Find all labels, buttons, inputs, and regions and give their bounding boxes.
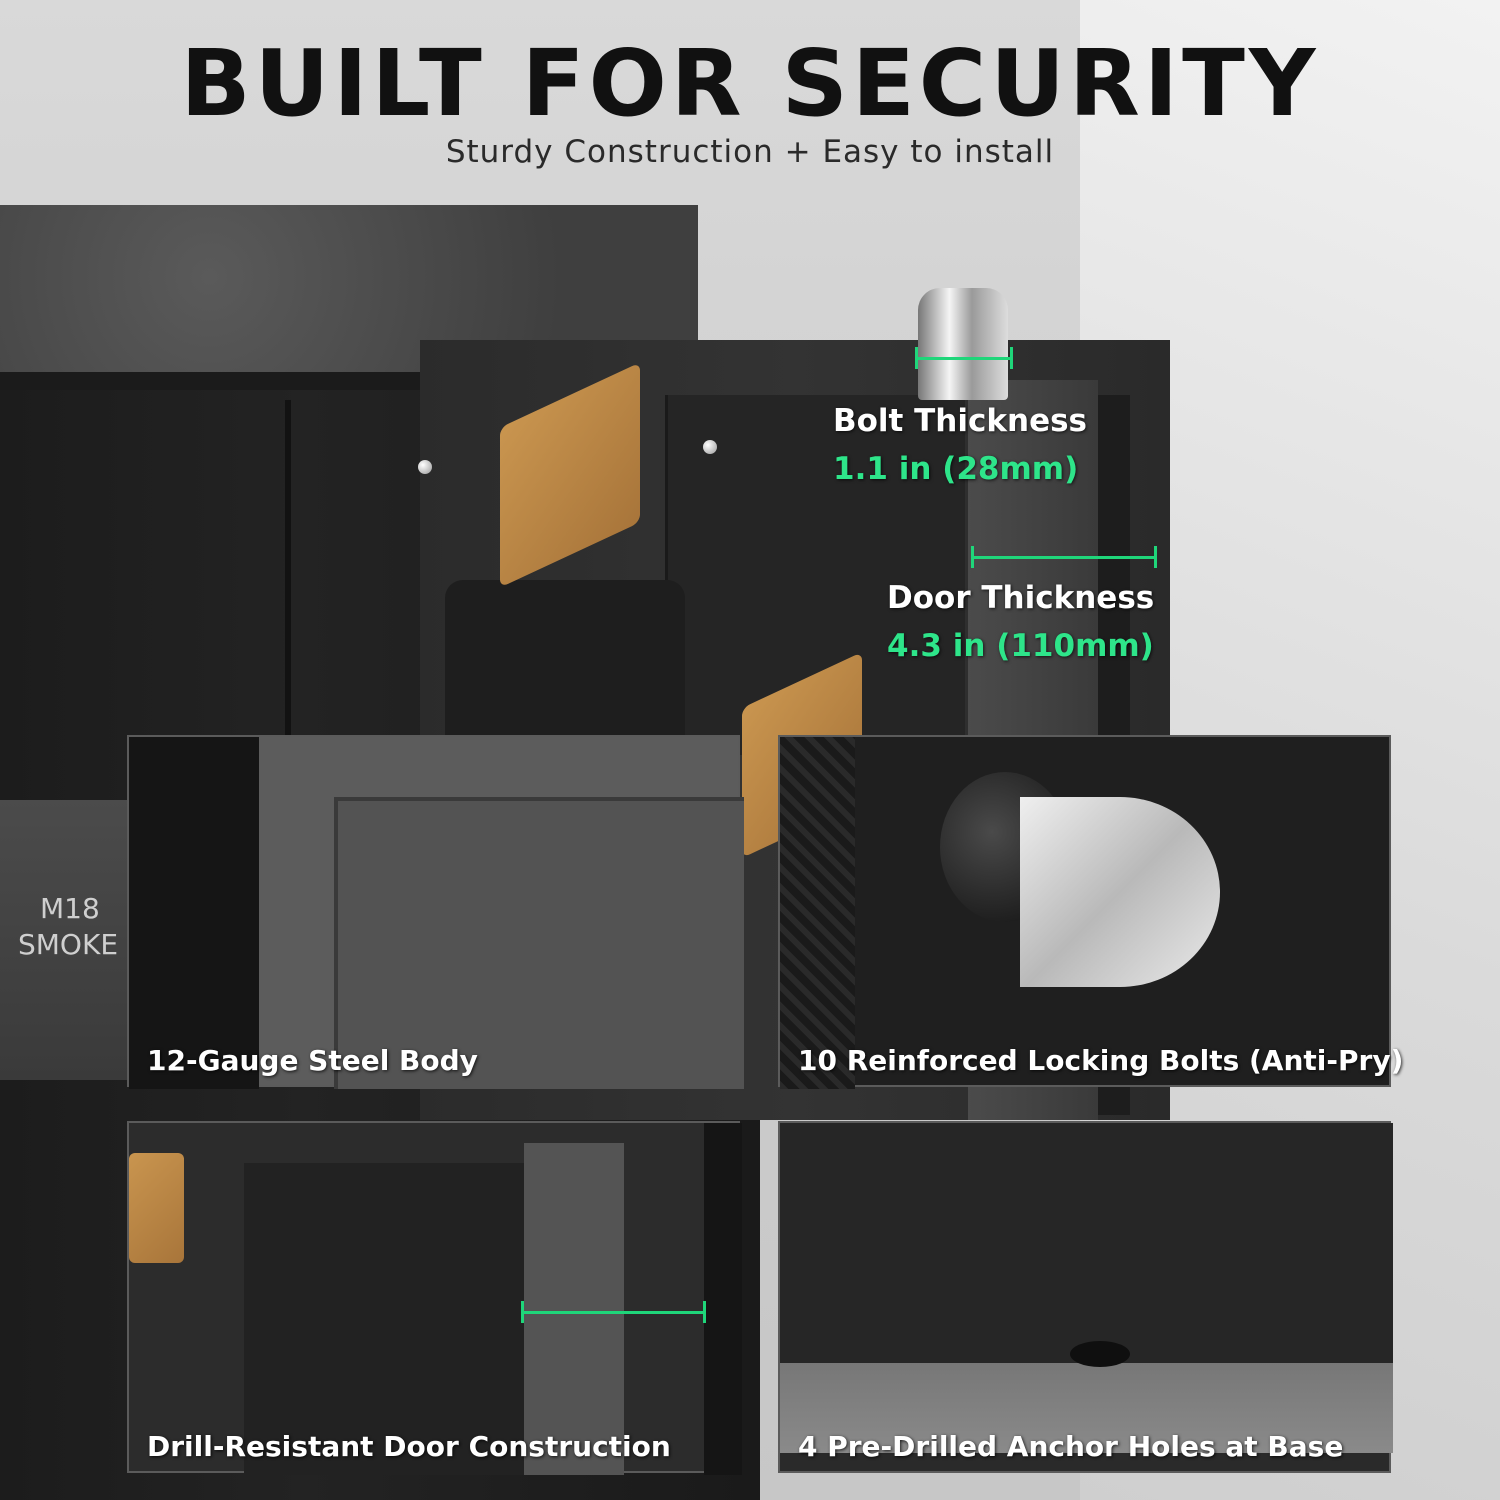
bolt-thickness-label: Bolt Thickness [833,403,1087,439]
rivet [418,460,432,474]
grenade-label-model: M18 [40,892,100,925]
feature-label: 10 Reinforced Locking Bolts (Anti-Pry) [798,1044,1404,1077]
bolt-measure-line [915,347,1013,369]
mesh-texture [780,737,855,1089]
holster-pouch [445,580,685,740]
door-measure-line [971,546,1157,568]
anchor-hole [1070,1341,1130,1367]
grenade-label-type: SMOKE [18,928,119,961]
feature-card-drill-resistant: Drill-Resistant Door Construction [127,1121,742,1475]
door-thickness-value: 4.3 in (110mm) [887,628,1154,664]
steel-plate [334,797,744,1089]
rivet [703,440,717,454]
carpet-floor [780,1363,1393,1453]
bolt-face [1020,797,1220,987]
door-thickness-label: Door Thickness [887,580,1155,616]
door-edge [524,1143,624,1475]
safe-interior-wall [780,1123,1393,1373]
pistol-grip [129,1153,184,1263]
locking-bolt [918,288,1008,400]
bolt-thickness-value: 1.1 in (28mm) [833,451,1079,487]
card-shadow-panel [129,737,259,1089]
smoke-grenade: M18 SMOKE [0,800,128,1080]
page-title: BUILT FOR SECURITY [180,30,1320,137]
feature-label: Drill-Resistant Door Construction [147,1430,671,1463]
feature-card-anchor-holes: 4 Pre-Drilled Anchor Holes at Base [778,1121,1393,1473]
feature-label: 12-Gauge Steel Body [147,1044,478,1077]
feature-card-steel-body: 12-Gauge Steel Body [127,735,744,1089]
page-subtitle: Sturdy Construction + Easy to install [445,134,1055,170]
feature-card-locking-bolts: 10 Reinforced Locking Bolts (Anti-Pry) [778,735,1403,1089]
door-frame [704,1123,742,1475]
door-measure-line [521,1301,706,1323]
feature-label: 4 Pre-Drilled Anchor Holes at Base [798,1430,1344,1463]
door-panel [244,1163,524,1475]
safe-panel-seam [285,400,291,740]
